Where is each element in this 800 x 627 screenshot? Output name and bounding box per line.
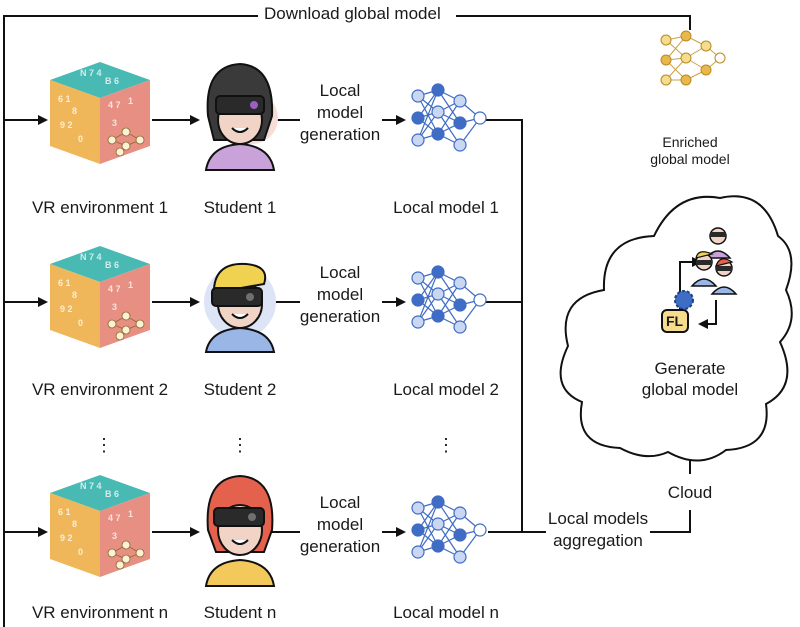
vr-environment-label: VR environment n	[31, 603, 169, 622]
connector-lines	[3, 15, 695, 627]
vr-environment-cube-icon	[49, 245, 151, 349]
fl-gear-icon	[661, 227, 738, 333]
ellipsis-vr: ⋮	[95, 435, 113, 455]
student-label: Student n	[203, 603, 277, 622]
neural-network-icon	[411, 83, 487, 152]
student-avatar-icon	[204, 474, 276, 587]
vr-environment-label: VR environment 1	[31, 198, 169, 217]
neural-network-icon	[660, 30, 726, 86]
neural-network-icon	[411, 265, 487, 334]
student-label: Student 1	[203, 198, 277, 217]
vr-environment-label: VR environment 2	[31, 380, 169, 399]
student-avatar-icon	[204, 262, 276, 353]
cloud-label: Cloud	[667, 483, 713, 502]
student-avatar-icon	[204, 62, 278, 171]
ellipsis-model: ⋮	[437, 435, 455, 455]
student-label: Student 2	[203, 380, 277, 399]
neural-network-icon	[411, 495, 487, 564]
ellipsis-student: ⋮	[231, 435, 249, 455]
vr-environment-cube-icon	[49, 474, 151, 578]
fl-badge: FL	[666, 313, 684, 329]
local-model-label: Local model 1	[393, 198, 499, 217]
download-global-model-label: Download global model	[264, 4, 441, 23]
local-model-label: Local model n	[393, 603, 499, 622]
local-model-label: Local model 2	[393, 380, 499, 399]
vr-environment-cube-icon	[49, 61, 151, 165]
